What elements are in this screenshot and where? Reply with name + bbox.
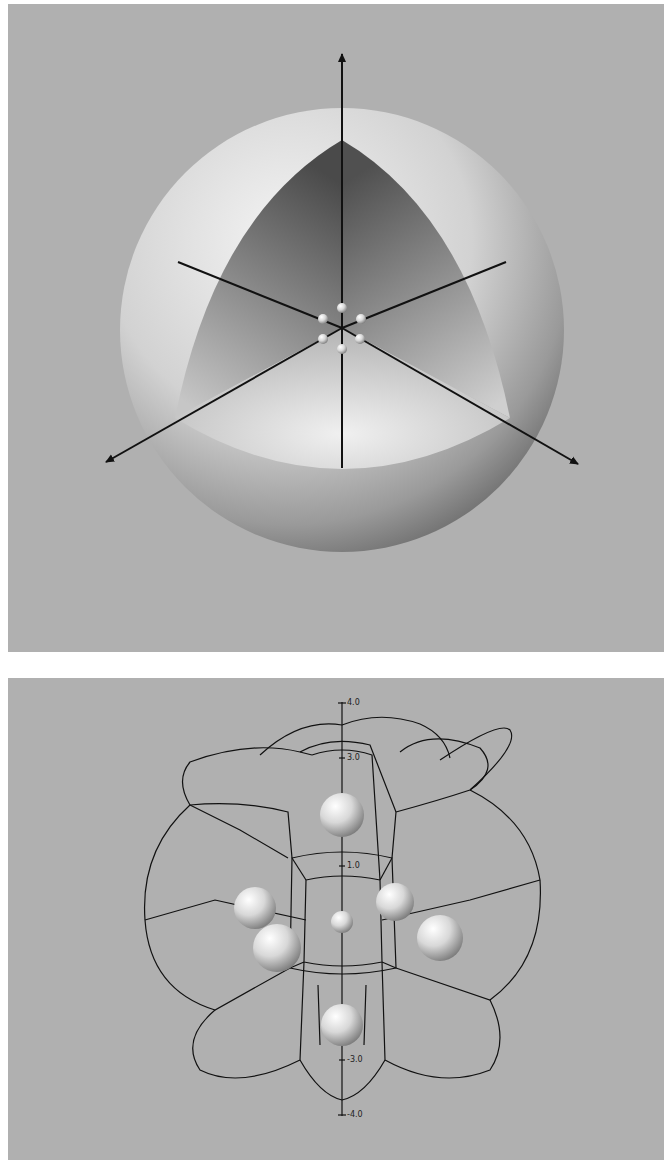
axis-tick-label: 4.0: [347, 699, 360, 707]
axis-tick-label: -4.0: [347, 1111, 363, 1119]
axis-tick-label: 1.0: [347, 862, 360, 870]
axis-tick-label: -3.0: [347, 1056, 363, 1064]
axis-tick-label: 3.0: [347, 754, 360, 762]
